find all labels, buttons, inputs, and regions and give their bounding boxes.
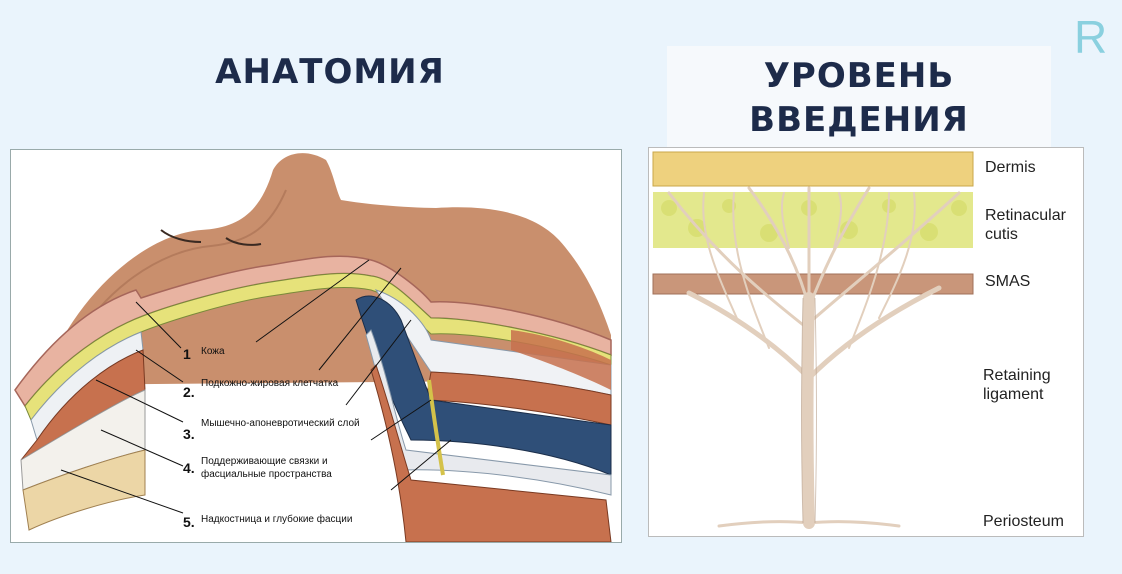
label-num-1: 1 (183, 346, 191, 362)
injection-level-diagram: Dermis Retinacular cutis SMAS Retaining … (648, 147, 1084, 537)
label-num-4: 4. (183, 460, 195, 476)
retinacular-label-line2: cutis (985, 226, 1018, 243)
dermis-label: Dermis (985, 159, 1036, 176)
retaining-ligament-tree (667, 186, 961, 529)
label-num-3: 3. (183, 426, 195, 442)
leader-lines (60, 259, 452, 514)
injection-level-title-line1: УРОВЕНЬ (763, 56, 955, 96)
label-num-2: 2. (183, 384, 195, 400)
eye-lashes (160, 229, 202, 243)
label-skin: Кожа (201, 346, 225, 357)
label-periosteum: Надкостница и глубокие фасции (201, 514, 353, 525)
injection-level-title-line2: ВВЕДЕНИЯ (749, 100, 969, 140)
retaining-label-line2: ligament (983, 386, 1044, 403)
smas-layer (652, 273, 974, 295)
label-ligaments-line1: Поддерживающие связки и (201, 456, 328, 467)
dermis-layer (652, 151, 974, 187)
deep-muscle (370, 364, 612, 542)
retaining-label-line1: Retaining (983, 367, 1051, 384)
label-subcutaneous-fat: Подкожно-жировая клетчатка (201, 378, 339, 389)
label-num-5: 5. (183, 514, 195, 530)
anatomy-title: АНАТОМИЯ (215, 52, 445, 92)
anatomy-illustration: 1 Кожа 2. Подкожно-жировая клетчатка 3. … (10, 149, 622, 543)
eye-lashes-2 (225, 237, 262, 246)
retinacular-label-line1: Retinacular (985, 207, 1066, 224)
smas-label: SMAS (985, 273, 1031, 290)
ligament-tree-drawing (652, 151, 974, 529)
label-smas: Мышечно-апоневротический слой (201, 418, 360, 429)
face-layers-drawing (14, 153, 612, 542)
brand-logo: R (1074, 11, 1108, 63)
title-box (667, 46, 1051, 148)
label-ligaments-line2: фасциальные пространства (201, 469, 332, 480)
nerve-strand (427, 379, 445, 476)
periosteum-layer-left (22, 449, 146, 531)
periosteum-label: Periosteum (983, 513, 1064, 530)
cheek-muscle (511, 330, 611, 390)
